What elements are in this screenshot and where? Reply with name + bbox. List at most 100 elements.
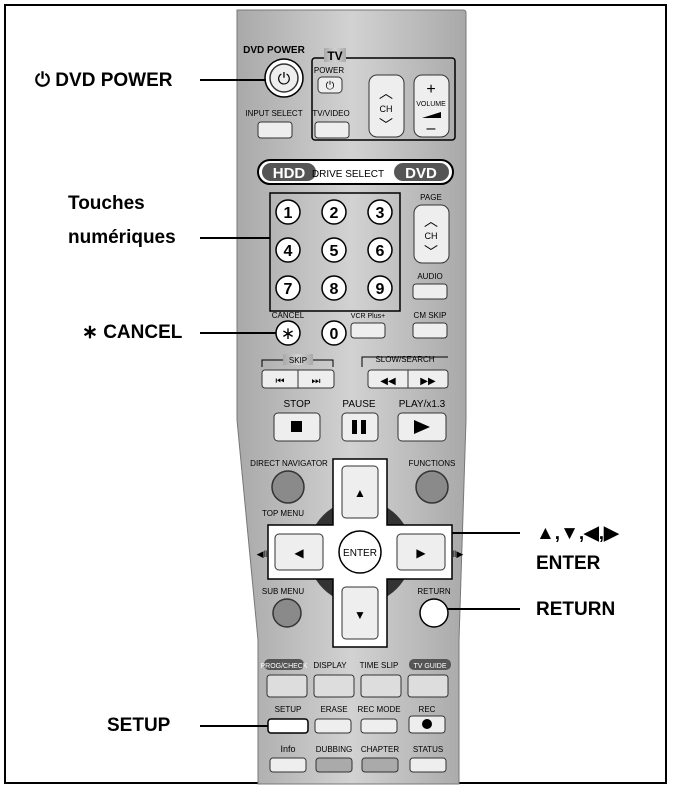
- digit-button[interactable]: [321, 275, 347, 301]
- tv-video-button[interactable]: [314, 121, 350, 139]
- dvd-power-button[interactable]: [269, 63, 299, 93]
- digit-button[interactable]: [321, 199, 347, 225]
- erase-label: ERASE: [320, 705, 347, 714]
- digit-label: 4: [284, 243, 293, 260]
- prog-check-label: PROG/CHECK: [260, 663, 307, 670]
- digit-button[interactable]: [367, 275, 393, 301]
- page-down-icon: ﹀: [424, 244, 438, 260]
- vcr-plus-label: VCR Plus+: [351, 313, 385, 320]
- chapter-label: CHAPTER: [361, 745, 399, 754]
- volume-ramp-icon: [422, 112, 441, 118]
- direct-navigator-button[interactable]: [271, 470, 305, 504]
- tv-video-label: TV/VIDEO: [312, 109, 349, 118]
- cm-skip-button[interactable]: [412, 322, 448, 339]
- skip-forward-icon: ⏭: [312, 376, 321, 387]
- rec-mode-button[interactable]: [360, 718, 398, 734]
- display-button[interactable]: [313, 674, 355, 698]
- right-arrow-button[interactable]: [396, 533, 446, 571]
- cm-skip-label: CM SKIP: [414, 311, 447, 320]
- sub-menu-button[interactable]: [272, 598, 302, 628]
- status-button[interactable]: [409, 757, 447, 773]
- digit-label: 6: [376, 243, 385, 260]
- digit-label: 5: [330, 243, 339, 260]
- numeric-keypad-box: [269, 192, 401, 312]
- channel-down-icon: ﹀: [379, 117, 393, 133]
- prog-check-button[interactable]: [266, 674, 308, 698]
- dubbing-button[interactable]: [315, 757, 353, 773]
- channel-up-icon: ︿: [379, 85, 393, 101]
- functions-button[interactable]: [415, 470, 449, 504]
- digit-label: 0: [330, 326, 339, 343]
- cancel-label: CANCEL: [272, 311, 305, 320]
- hdd-label: HDD: [273, 165, 306, 182]
- time-slip-label: TIME SLIP: [360, 661, 399, 670]
- callout-return: RETURN: [536, 599, 616, 620]
- slow-search-bracket: [361, 356, 448, 367]
- up-arrow-icon: ▲: [354, 486, 366, 500]
- play-label: PLAY/x1.3: [399, 399, 446, 410]
- record-icon: [422, 719, 432, 729]
- rec-label: REC: [419, 705, 436, 714]
- tv-power-button[interactable]: [317, 76, 343, 94]
- digit-button[interactable]: [367, 199, 393, 225]
- down-arrow-icon: ▼: [354, 608, 366, 622]
- callout-setup: SETUP: [107, 715, 171, 736]
- volume-rocker[interactable]: [413, 74, 450, 138]
- info-button[interactable]: [269, 757, 307, 773]
- return-button[interactable]: [419, 598, 449, 628]
- skip-back-icon: ⏮: [276, 376, 285, 387]
- down-arrow-button[interactable]: [341, 586, 379, 640]
- enter-button[interactable]: [338, 530, 382, 574]
- page-ch-label: CH: [425, 231, 438, 241]
- callout-arrows: ▲,▼,◀,▶: [536, 523, 619, 544]
- up-arrow-button[interactable]: [341, 465, 379, 519]
- return-label: RETURN: [417, 587, 451, 596]
- digit-button[interactable]: [275, 199, 301, 225]
- digit-button[interactable]: [275, 275, 301, 301]
- vcr-plus-button[interactable]: [350, 322, 386, 339]
- left-arrow-button[interactable]: [274, 533, 324, 571]
- frame-back-icon: ◀‖: [257, 549, 268, 559]
- tv-label: TV: [327, 49, 342, 63]
- digit-label: 2: [330, 205, 339, 222]
- volume-label: VOLUME: [416, 101, 446, 108]
- pause-icon-right: [361, 420, 366, 434]
- power-icon: ⏻: [278, 71, 291, 88]
- tv-guide-button[interactable]: [407, 674, 449, 698]
- tv-guide-badge: [409, 659, 451, 670]
- asterisk-icon: ∗: [281, 324, 295, 343]
- dvd-button[interactable]: [394, 163, 449, 181]
- digit-label: 8: [330, 281, 339, 298]
- digit-label: 9: [376, 281, 385, 298]
- top-menu-label: TOP MENU: [262, 509, 304, 518]
- page-rocker[interactable]: [413, 204, 450, 264]
- stop-label: STOP: [283, 399, 310, 410]
- prog-check-badge: [264, 659, 304, 670]
- play-icon: [414, 420, 430, 434]
- tv-guide-label: TV GUIDE: [413, 663, 446, 670]
- info-label: Info: [280, 744, 295, 754]
- pause-button[interactable]: [341, 412, 379, 442]
- setup-button[interactable]: [267, 718, 309, 734]
- digit-button[interactable]: [367, 237, 393, 263]
- right-arrow-icon: ▶: [416, 546, 426, 560]
- drive-select-label: DRIVE SELECT: [312, 169, 384, 180]
- chapter-button[interactable]: [361, 757, 399, 773]
- digit-button[interactable]: [275, 237, 301, 263]
- digit-button[interactable]: [321, 320, 347, 346]
- channel-rocker[interactable]: [368, 74, 405, 138]
- erase-button[interactable]: [314, 718, 352, 734]
- audio-button[interactable]: [412, 283, 448, 300]
- stop-icon: [291, 421, 302, 432]
- tv-power-icon: ⏻: [326, 80, 335, 92]
- setup-label: SETUP: [275, 705, 302, 714]
- skip-label: SKIP: [289, 356, 307, 365]
- display-label: DISPLAY: [313, 661, 347, 670]
- input-select-button[interactable]: [257, 121, 293, 139]
- digit-button[interactable]: [321, 237, 347, 263]
- hdd-button[interactable]: [262, 163, 316, 181]
- callout-enter: ENTER: [536, 553, 601, 574]
- time-slip-button[interactable]: [360, 674, 402, 698]
- tv-group-box: [311, 57, 456, 141]
